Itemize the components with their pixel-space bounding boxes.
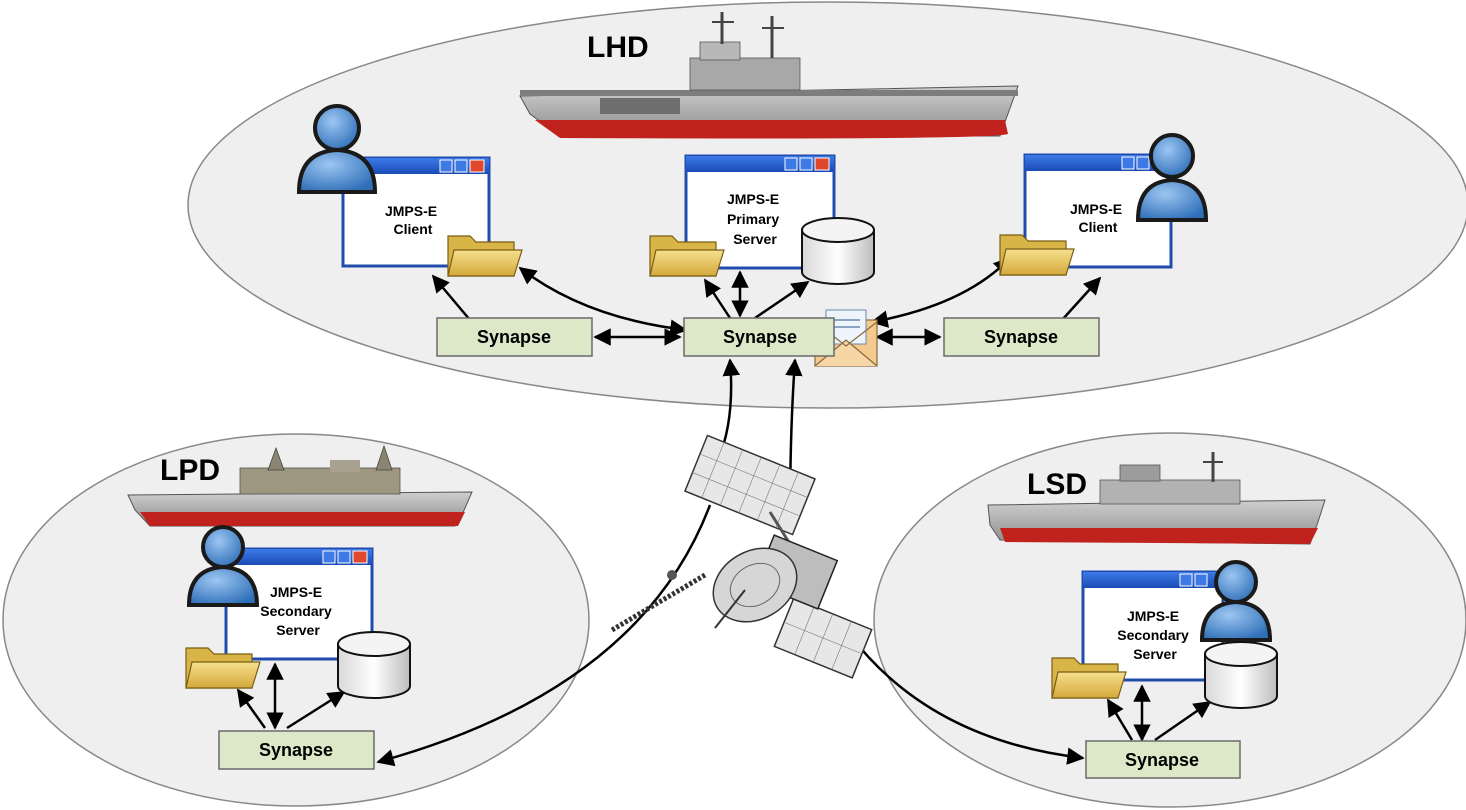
window-title-line: JMPS-E [1127,608,1179,624]
synapse-lhd-right: Synapse [943,317,1100,357]
arrow-lpd-to-folder [236,688,267,729]
person-icon [1135,133,1209,222]
arrow-satellite-to-lsd [849,634,1085,765]
window-minimize-icon[interactable] [1179,573,1193,587]
window-title-line: Secondary [260,603,332,619]
lhd-label: LHD [587,31,649,64]
satellite-icon [610,434,873,679]
lsd-ship-icon [987,452,1326,545]
arrow-lsd-to-db [1154,700,1212,742]
svg-text:JMPS-E Secondary S: JMPS-E Secondary Server [260,584,335,638]
window-minimize-icon[interactable] [1121,156,1135,170]
arrow-center-to-left-folder [518,266,688,337]
window-close-icon[interactable] [814,157,830,171]
window-title-line: Secondary [1117,627,1189,643]
window-maximize-icon[interactable] [1194,573,1208,587]
window-title-line: Client [394,221,433,237]
synapse-label: Synapse [259,740,333,760]
window-maximize-icon[interactable] [337,550,351,564]
lpd-ship-icon [127,444,473,527]
folder-icon [447,235,523,277]
synapse-lpd: Synapse [218,730,375,770]
synapse-lhd-left: Synapse [436,317,593,357]
lhd-ship-icon [519,12,1019,139]
folder-icon [1051,657,1127,699]
window-title-line: JMPS-E [1070,201,1122,217]
synapse-label: Synapse [477,327,551,347]
arrow-right-synapse-to-client [1061,276,1102,321]
arrow-center-to-folder [703,278,732,319]
window-title-line: JMPS-E [727,191,779,207]
lpd-label: LPD [160,454,220,487]
person-icon [186,525,260,607]
person-icon [1199,560,1273,642]
arrow-satellite-to-lpd [376,504,712,767]
window-title-line: Server [733,231,777,247]
arrow-center-to-right-folder [870,256,1012,328]
arrow-center-to-db [754,280,810,320]
arrow-left-synapse-to-client [431,274,471,321]
window-close-icon[interactable] [352,550,368,564]
database-icon [1204,641,1278,709]
window-minimize-icon[interactable] [322,550,336,564]
window-maximize-icon[interactable] [454,159,468,173]
synapse-label: Synapse [984,327,1058,347]
database-icon [801,217,875,285]
synapse-label: Synapse [1125,750,1199,770]
person-icon [296,104,378,194]
window-title-line: Client [1079,219,1118,235]
window-title-line: Server [276,622,320,638]
window-minimize-icon[interactable] [784,157,798,171]
window-maximize-icon[interactable] [799,157,813,171]
svg-text:JMPS-E Secondary S: JMPS-E Secondary Server [1117,608,1192,662]
window-title-line: Server [1133,646,1177,662]
window-maximize-icon[interactable] [1136,156,1150,170]
folder-icon [999,234,1075,276]
lsd-label: LSD [1027,468,1087,501]
window-close-icon[interactable] [469,159,485,173]
window-title-line: Primary [727,211,779,227]
window-minimize-icon[interactable] [439,159,453,173]
arrow-lpd-to-db [286,690,346,730]
arrow-lsd-to-folder [1106,698,1134,741]
synapse-lhd-center: Synapse [683,317,835,357]
window-title-line: JMPS-E [270,584,322,600]
synapse-lsd: Synapse [1085,740,1241,779]
svg-text:JMPS-E Primary Ser: JMPS-E Primary Server [727,191,783,247]
window-title-line: JMPS-E [385,203,437,219]
lsd-secondary-server-window: JMPS-E Secondary Server [1081,570,1225,682]
svg-text:JMPS-E Client: JMPS-E Client [385,203,441,237]
folder-icon [649,235,725,277]
database-icon [337,631,411,699]
folder-icon [185,647,261,689]
synapse-label: Synapse [723,327,797,347]
svg-text:JMPS-E Client: JMPS-E Client [1070,201,1126,235]
